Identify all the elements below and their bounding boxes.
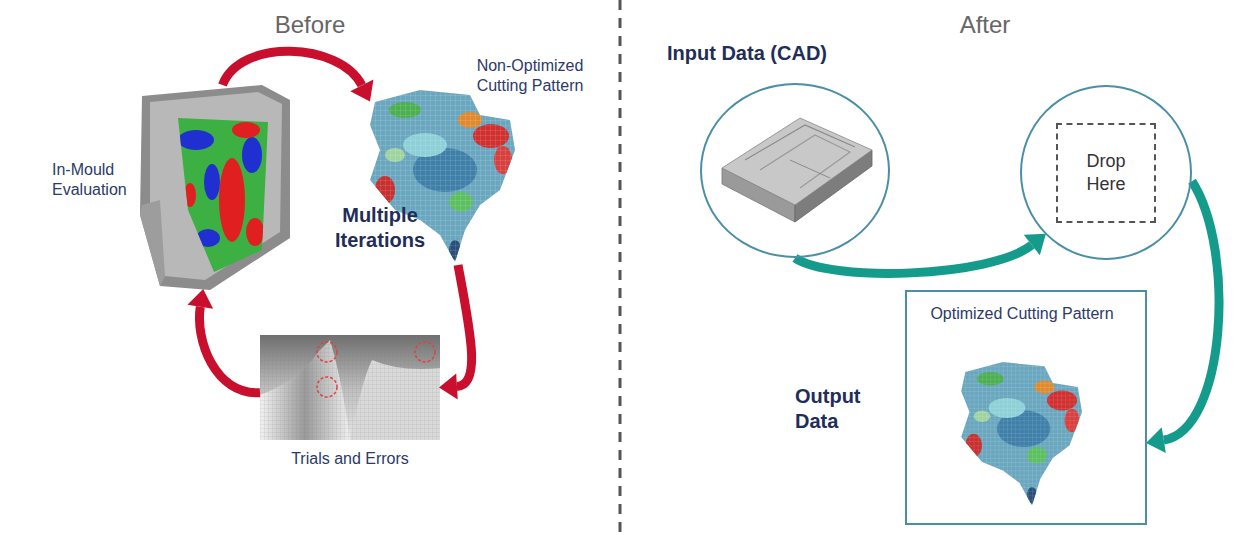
node-label: In-Mould Evaluation <box>52 160 138 200</box>
drop-label: Drop Here <box>1076 150 1136 195</box>
node-label: Optimized Cutting Pattern <box>907 304 1137 324</box>
flow-arrow <box>199 307 260 393</box>
flow-arrow <box>457 265 472 386</box>
node-heading: Input Data (CAD) <box>667 41 827 66</box>
cycle-label: Multiple Iterations <box>318 203 442 253</box>
trials-errors: Trials and Errors <box>260 335 440 440</box>
flow-arrow <box>1164 181 1219 440</box>
trials-image <box>260 335 440 440</box>
node-heading: Output Data <box>795 384 887 434</box>
flow-arrow <box>223 51 362 85</box>
drop-circle: Drop Here <box>1020 85 1192 260</box>
section-heading: Before <box>230 10 390 40</box>
optimized-pattern-image <box>957 362 1082 508</box>
dashed-drop-zone: Drop Here <box>1056 123 1156 223</box>
divider-line <box>619 0 622 535</box>
section-heading: After <box>905 10 1065 40</box>
node-label: Non-Optimized Cutting Pattern <box>450 56 610 96</box>
cad-model <box>722 118 872 222</box>
output-box: Optimized Cutting PatternOutput Data <box>905 290 1147 525</box>
mould-evaluation: In-Mould Evaluation <box>140 85 290 290</box>
flow-arrow <box>795 245 1032 273</box>
node-label: Trials and Errors <box>240 449 460 469</box>
input-circle: Input Data (CAD) <box>700 83 890 258</box>
mould-illustration <box>140 85 290 290</box>
